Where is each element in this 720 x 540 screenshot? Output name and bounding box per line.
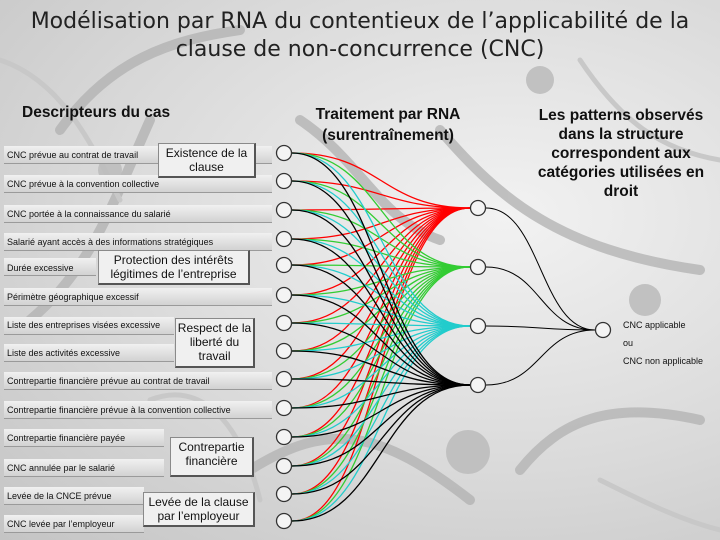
connection-line	[291, 384, 471, 467]
connection-line	[291, 238, 471, 386]
connection-line	[291, 207, 471, 409]
descriptor-label: CNC annulée par le salarié	[7, 463, 116, 473]
rna-header: Traitement par RNA (surentraînement)	[315, 106, 461, 144]
connection-line	[291, 180, 471, 386]
connection-line	[291, 325, 471, 495]
connection-line	[291, 384, 471, 495]
output-connection-line	[485, 266, 596, 331]
connection-line	[291, 325, 471, 409]
connection-line	[291, 264, 471, 268]
input-neuron	[275, 370, 293, 388]
connection-line	[291, 207, 471, 266]
connection-line	[291, 209, 471, 386]
connection-line	[291, 264, 471, 386]
output-connection-line	[485, 207, 596, 331]
connection-line	[291, 266, 471, 380]
group-protection-interets: Protection des intérêts légitimes de l’e…	[98, 250, 250, 285]
descriptor-label: CNC prévue au contrat de travail	[7, 150, 139, 160]
connection-line	[291, 264, 471, 327]
group-liberte-travail: Respect de la liberté du travail	[175, 318, 255, 368]
output-neuron	[594, 321, 612, 339]
connection-line	[291, 207, 471, 296]
input-neuron	[275, 286, 293, 304]
input-neuron	[275, 399, 293, 417]
connection-line	[291, 266, 471, 522]
connection-line	[291, 384, 471, 522]
connection-line	[291, 152, 471, 209]
input-neuron	[275, 428, 293, 446]
patterns-header: Les patterns observés dans la structure …	[537, 107, 705, 200]
connection-line	[291, 325, 471, 352]
group-existence-clause: Existence de la clause	[158, 143, 256, 178]
descriptors-header: Descripteurs du cas	[22, 104, 171, 121]
group-contrepartie: Contrepartie financière	[170, 437, 254, 477]
connection-line	[291, 350, 471, 386]
descriptor-label: Périmètre géographique excessif	[7, 292, 139, 302]
output-connection-line	[485, 325, 596, 331]
output-applicable: CNC applicable	[623, 320, 686, 330]
input-neuron	[275, 201, 293, 219]
descriptor-label: Durée excessive	[7, 263, 74, 273]
descriptor-label: CNC prévue à la convention collective	[7, 179, 160, 189]
connection-line	[291, 180, 471, 327]
connection-line	[291, 294, 471, 386]
output-or: ou	[623, 338, 634, 348]
connection-line	[291, 294, 471, 327]
connection-line	[291, 325, 471, 380]
slide-title: Modélisation par RNA du contentieux de l…	[30, 9, 690, 62]
input-neuron	[275, 512, 293, 530]
connection-line	[291, 384, 471, 409]
connection-line	[291, 152, 471, 386]
descriptor-label: Liste des entreprises visées excessive	[7, 320, 161, 330]
input-neuron	[275, 342, 293, 360]
input-neuron	[275, 485, 293, 503]
hidden-neuron	[469, 376, 487, 394]
input-neuron	[275, 230, 293, 248]
input-neuron	[275, 314, 293, 332]
input-neuron	[275, 172, 293, 190]
connection-line	[291, 266, 471, 409]
connection-line	[291, 266, 471, 296]
connection-line	[291, 266, 471, 352]
output-connection-line	[485, 329, 596, 386]
descriptor-label: Contrepartie financière prévue au contra…	[7, 376, 210, 386]
connection-line	[291, 152, 471, 268]
connection-line	[291, 378, 471, 386]
connection-line	[291, 152, 471, 327]
connection-line	[291, 180, 471, 268]
connection-line	[291, 180, 471, 209]
connection-line	[291, 207, 471, 380]
input-neuron	[275, 144, 293, 162]
hidden-neuron	[469, 199, 487, 217]
descriptor-label: CNC portée à la connaissance du salarié	[7, 209, 171, 219]
descriptor-label: Contrepartie financière prévue à la conv…	[7, 405, 231, 415]
connection-line	[291, 207, 471, 352]
input-neuron	[275, 457, 293, 475]
connection-line	[291, 384, 471, 438]
descriptor-label: Salarié ayant accès à des informations s…	[7, 237, 214, 247]
connection-line	[291, 322, 471, 386]
group-levee-clause: Levée de la clause par l’employeur	[143, 492, 255, 527]
hidden-neuron	[469, 258, 487, 276]
hidden-neuron	[469, 317, 487, 335]
input-neuron	[275, 256, 293, 274]
connection-line	[291, 325, 471, 522]
output-not-applicable: CNC non applicable	[623, 356, 704, 366]
descriptor-label: Levée de la CNCE prévue	[7, 491, 112, 501]
descriptor-label: Contrepartie financière payée	[7, 433, 126, 443]
connection-line	[291, 207, 471, 522]
descriptor-label: CNC levée par l’employeur	[7, 519, 115, 529]
descriptor-label: Liste des activités excessive	[7, 348, 121, 358]
